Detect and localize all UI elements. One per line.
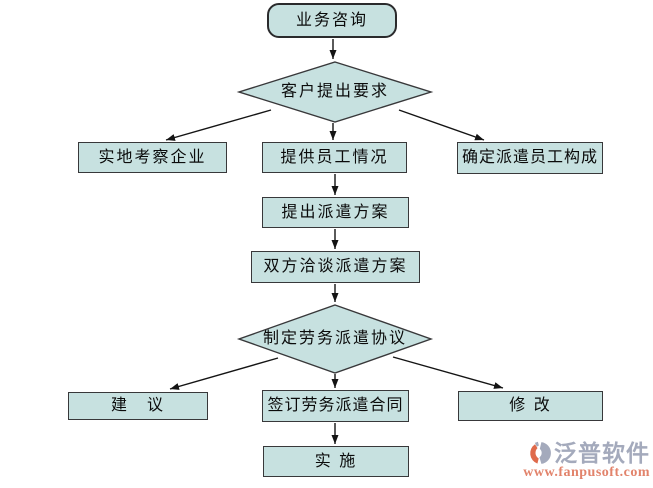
node-propose: 提出派遣方案	[262, 197, 409, 228]
node-decision-customer	[236, 61, 434, 123]
edge-decision1-to-composition	[398, 109, 485, 141]
node-sign: 签订劳务派遣合同	[262, 390, 409, 422]
watermark-url: www.fanpusoft.com	[523, 465, 650, 480]
fanpu-logo-icon	[528, 441, 552, 465]
node-decision-agreement	[236, 304, 434, 374]
watermark-brand-text: 泛普软件	[554, 439, 650, 466]
node-decision-customer-label: 客户提出要求	[280, 83, 389, 100]
edge-decision1-to-inspect	[165, 109, 272, 141]
fanpu-watermark: 泛普软件 www.fanpusoft.com	[523, 441, 650, 480]
edge-decision2-to-suggest	[169, 357, 279, 390]
node-decision-agreement-label: 制定劳务派遣协议	[262, 330, 407, 347]
edge-decision2-to-modify	[392, 356, 504, 389]
node-provide: 提供员工情况	[262, 142, 407, 173]
node-start: 业务咨询	[267, 3, 397, 38]
node-suggest: 建 议	[68, 392, 208, 420]
node-composition: 确定派遣员工构成	[457, 142, 603, 174]
node-modify: 修 改	[458, 391, 603, 421]
node-inspect: 实地考察企业	[78, 142, 227, 173]
node-implement: 实 施	[263, 446, 409, 477]
node-negotiate: 双方洽谈派遣方案	[251, 251, 420, 283]
